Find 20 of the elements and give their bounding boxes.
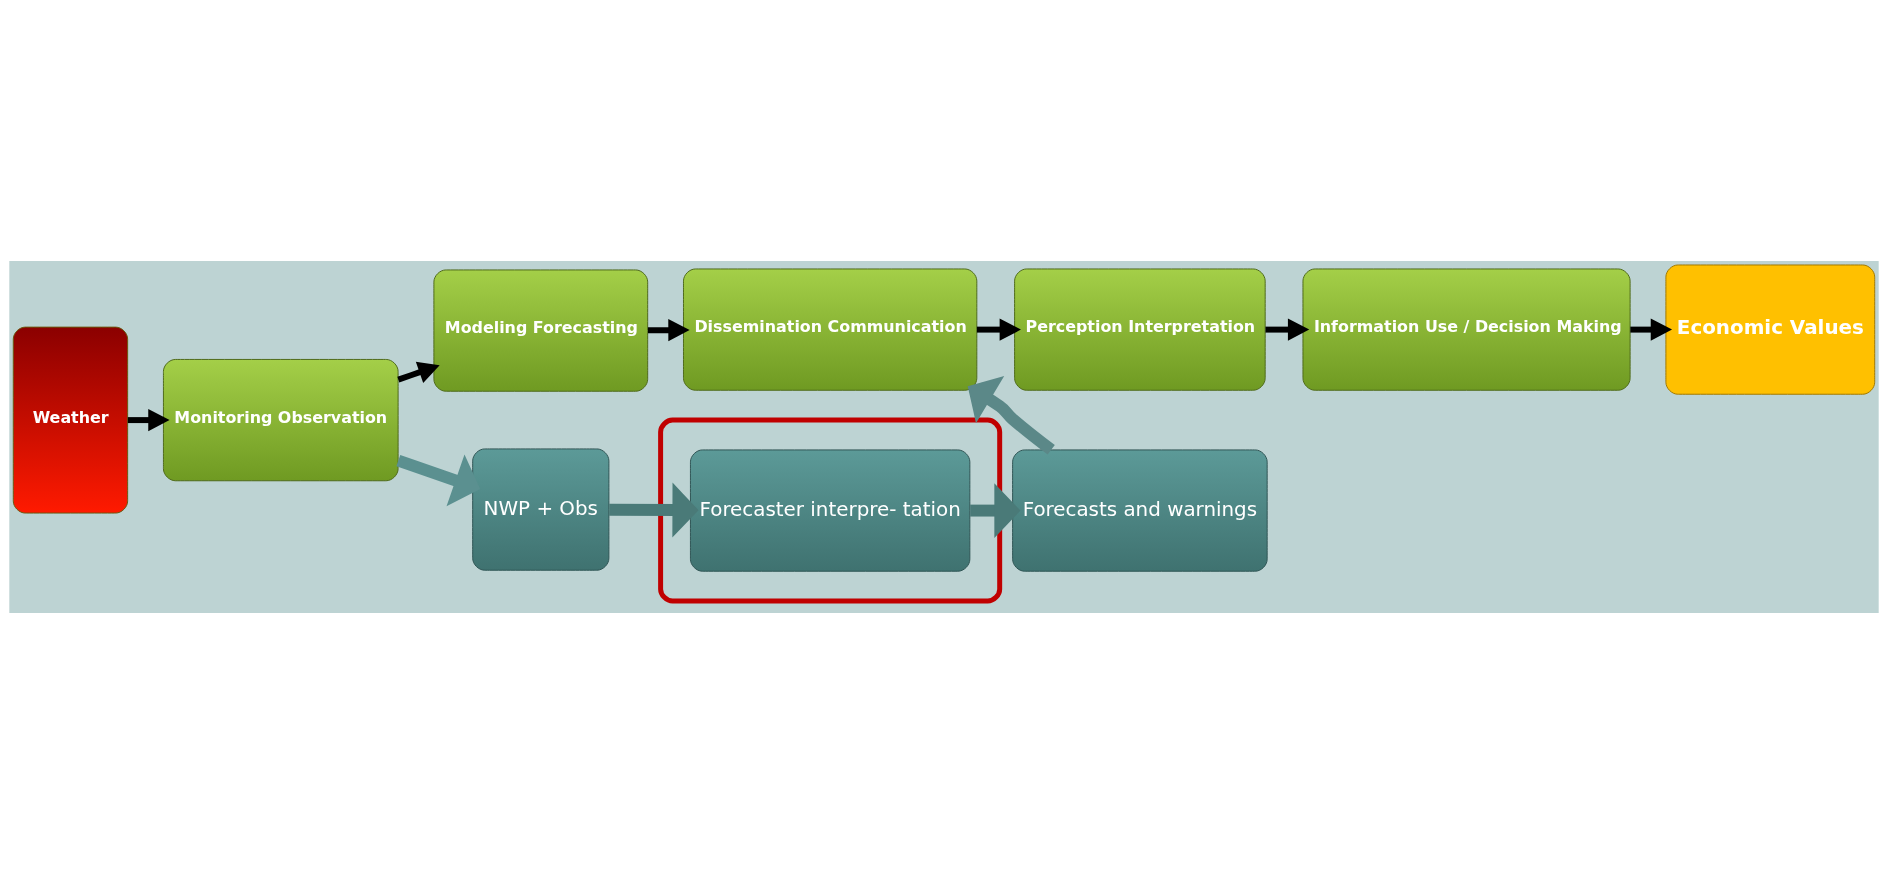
- arrow: [1265, 318, 1310, 341]
- arrow: [647, 318, 690, 342]
- node-box: Forecaster interpre- tation: [689, 449, 971, 572]
- node-box: Monitoring Observation: [162, 358, 399, 482]
- arrow: [976, 318, 1021, 341]
- node-box: Modeling Forecasting: [433, 269, 649, 392]
- node-box: Economic Values: [1665, 264, 1876, 395]
- node-box: Forecasts and warnings: [1012, 449, 1268, 572]
- arrow: [397, 361, 440, 383]
- node-box: Weather: [12, 326, 129, 514]
- node-box: Dissemination Communication: [683, 268, 978, 391]
- arrow: [1630, 318, 1673, 341]
- arrow: [609, 482, 699, 538]
- arrow: [970, 483, 1021, 539]
- node-box: Perception Interpretation: [1014, 268, 1266, 391]
- node-box: NWP + Obs: [472, 448, 610, 571]
- arrow: [127, 408, 170, 432]
- arrow: [967, 376, 1055, 455]
- node-box: Information Use / Decision Making: [1302, 268, 1631, 391]
- arrow: [396, 454, 481, 507]
